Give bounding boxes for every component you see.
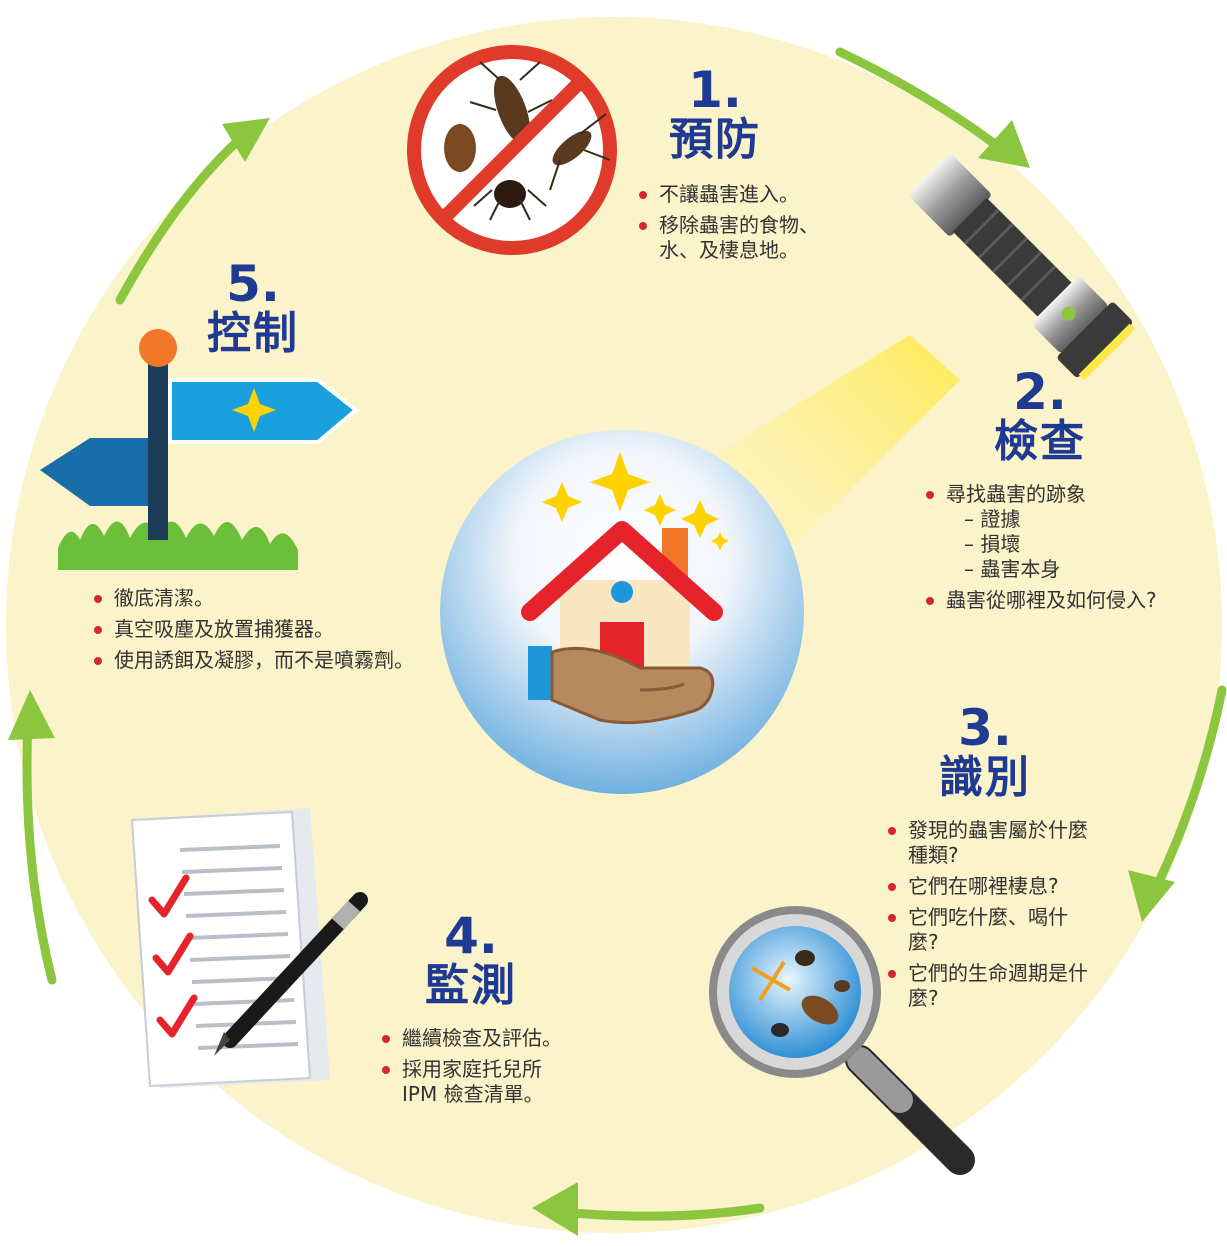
step-5-point-2: 真空吸塵及放置捕獲器。	[92, 617, 432, 642]
step-3-number: 3.	[958, 699, 1012, 757]
step-3-title: 識別	[939, 752, 1031, 803]
arrowhead-4	[8, 690, 55, 740]
step-4-points: 繼續檢查及評估。 採用家庭托兒所 IPM 檢查清單。	[380, 1026, 580, 1113]
step-5-point-3: 使用誘餌及凝膠，而不是噴霧劑。	[92, 648, 432, 673]
step-4-point-2: 採用家庭托兒所 IPM 檢查清單。	[380, 1057, 580, 1107]
step-5-number: 5.	[226, 255, 280, 313]
signpost-icon	[40, 329, 360, 570]
step-2-points: 尋找蟲害的跡象 證據 損壞 蟲害本身 蟲害從哪裡及如何侵入?	[924, 482, 1194, 619]
step-1-points: 不讓蟲害進入。 移除蟲害的食物、水、及棲息地。	[637, 182, 827, 269]
step-5-points: 徹底清潔。 真空吸塵及放置捕獲器。 使用誘餌及凝膠，而不是噴霧劑。	[92, 586, 432, 679]
checklist-pen-icon	[130, 808, 368, 1088]
arrow-3-to-4	[555, 1203, 765, 1221]
cycle-arrows	[22, 47, 1227, 1221]
step-2-subpoints: 證據 損壞 蟲害本身	[946, 507, 1194, 582]
arrowhead-5	[222, 118, 270, 162]
step-1-number: 1.	[688, 61, 742, 119]
step-3-point-1: 發現的蟲害屬於什麼種類?	[886, 818, 1098, 868]
arrowhead-3	[532, 1182, 578, 1236]
step-4-point-1: 繼續檢查及評估。	[380, 1026, 580, 1051]
step-5-point-1: 徹底清潔。	[92, 586, 432, 611]
step-2-point-2: 蟲害從哪裡及如何侵入?	[924, 588, 1194, 613]
arrow-2-to-3	[1145, 685, 1227, 905]
step-2-subpoint-3: 蟲害本身	[964, 557, 1194, 582]
step-5-title: 控制	[207, 308, 299, 359]
arrow-5-to-1	[115, 125, 255, 305]
step-1-point-1: 不讓蟲害進入。	[637, 182, 827, 207]
step-2-title: 檢查	[994, 416, 1086, 467]
arrow-1-to-2	[835, 47, 1005, 153]
arrow-4-to-5	[22, 715, 57, 985]
step-4-number: 4.	[444, 907, 498, 965]
step-4-heading: 4. 監測	[416, 910, 526, 1010]
step-2-number: 2.	[1013, 363, 1067, 421]
step-1-title: 預防	[669, 114, 761, 165]
step-2-heading: 2. 檢查	[985, 366, 1095, 466]
no-pests-icon	[407, 45, 617, 255]
step-3-point-2: 它們在哪裡棲息?	[886, 874, 1098, 899]
step-3-point-3: 它們吃什麼、喝什麼?	[886, 905, 1098, 955]
step-5-heading: 5. 控制	[198, 258, 308, 358]
step-1-heading: 1. 預防	[660, 64, 770, 164]
step-3-points: 發現的蟲害屬於什麼種類? 它們在哪裡棲息? 它們吃什麼、喝什麼? 它們的生命週期…	[886, 818, 1098, 1017]
step-1-point-2: 移除蟲害的食物、水、及棲息地。	[637, 213, 827, 263]
step-2-point-1: 尋找蟲害的跡象 證據 損壞 蟲害本身	[924, 482, 1194, 582]
flashlight-icon	[909, 154, 1136, 381]
magnifier-bugs-icon	[709, 906, 975, 1175]
step-2-point-1-text: 尋找蟲害的跡象	[946, 482, 1086, 506]
step-3-point-4: 它們的生命週期是什麼?	[886, 961, 1098, 1011]
step-2-subpoint-1: 證據	[964, 507, 1194, 532]
house-in-hand-icon	[440, 430, 804, 794]
arrowhead-2	[1128, 870, 1175, 922]
step-2-subpoint-2: 損壞	[964, 532, 1194, 557]
arrowhead-1	[978, 120, 1030, 168]
step-4-title: 監測	[425, 960, 517, 1011]
step-3-heading: 3. 識別	[930, 702, 1040, 802]
